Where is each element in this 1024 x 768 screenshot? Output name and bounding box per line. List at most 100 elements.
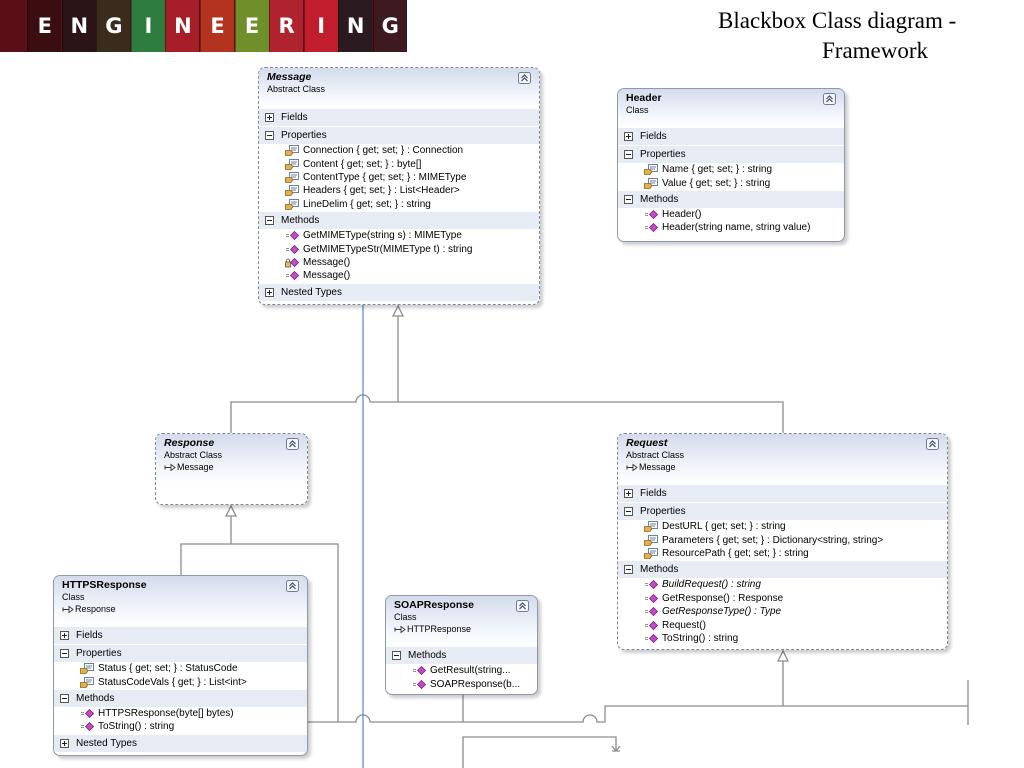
class-response: Response Abstract Class Message: [155, 433, 308, 505]
engineering-banner: E N G I N E E R I N G: [0, 0, 407, 52]
method-text: GetResponseType() : Type: [662, 606, 782, 618]
method-item: Message(): [259, 269, 539, 282]
property-text: Content { get; set; } : byte[]: [303, 158, 422, 170]
section-fields[interactable]: Fields: [618, 485, 947, 502]
inheritance-icon: [394, 625, 406, 634]
method-text: ToString() : string: [98, 721, 175, 733]
section-label: Methods: [640, 564, 679, 576]
connector-lower: [462, 736, 617, 768]
slide-title-line-2: Framework: [822, 38, 929, 63]
class-header: Header Class: [618, 89, 844, 127]
section-methods[interactable]: Methods: [54, 689, 307, 707]
class-soap-response: SOAPResponse Class HTTPResponse Methods …: [385, 595, 538, 695]
property-text: Status { get; set; } : StatusCode: [98, 663, 238, 675]
section-methods[interactable]: Methods: [618, 561, 947, 579]
property-text: Value { get; set; } : string: [662, 177, 771, 189]
collapse-section-icon: [60, 694, 69, 703]
method-item: GetResult(string...: [386, 664, 537, 677]
section-fields[interactable]: Fields: [259, 109, 539, 126]
section-label: Properties: [640, 149, 686, 160]
connector-arrowhead: [611, 745, 621, 753]
expand-icon: [60, 739, 69, 748]
method-text: HTTPSResponse(byte[] bytes): [98, 707, 234, 719]
method-item: ToString() : string: [54, 720, 307, 733]
section-methods[interactable]: Methods: [618, 190, 844, 208]
base-class: HTTPResponse: [394, 623, 529, 635]
property-text: Parameters { get; set; } : Dictionary<st…: [662, 534, 884, 546]
property-icon: [285, 199, 299, 210]
collapse-icon[interactable]: [823, 93, 836, 105]
section-label: Properties: [76, 648, 122, 659]
property-item: Value { get; set; } : string: [618, 176, 844, 189]
collapse-icon[interactable]: [926, 438, 939, 450]
method-icon: [285, 244, 299, 255]
collapse-section-icon: [624, 507, 633, 516]
base-class: Message: [164, 461, 299, 473]
method-icon: [285, 230, 299, 241]
method-icon: [412, 679, 426, 690]
banner-letter: G: [372, 0, 407, 52]
expand-icon: [624, 489, 633, 498]
property-text: Headers { get; set; } : List<Header>: [303, 185, 460, 197]
method-icon: [80, 721, 94, 732]
connector-bottom: [308, 705, 968, 723]
banner-letter: E: [234, 0, 269, 52]
collapse-section-icon: [624, 565, 633, 574]
property-text: LineDelim { get; set; } : string: [303, 198, 431, 210]
method-text: GetResult(string...: [430, 665, 511, 677]
property-text: Name { get; set; } : string: [662, 164, 773, 176]
class-name: Response: [164, 437, 215, 449]
class-header: Message Abstract Class: [259, 68, 539, 108]
collapse-section-icon: [392, 651, 401, 660]
method-text: GetResponse() : Response: [662, 592, 784, 604]
method-item: ToString() : string: [618, 632, 947, 645]
section-nested-types[interactable]: Nested Types: [259, 283, 539, 301]
expand-icon: [265, 113, 274, 122]
method-text: ToString() : string: [662, 632, 739, 644]
section-label: Methods: [76, 692, 115, 704]
method-item: GetResponse() : Response: [618, 592, 947, 605]
property-item: LineDelim { get; set; } : string: [259, 198, 539, 211]
collapse-icon[interactable]: [286, 438, 299, 450]
banner-letter: E: [27, 0, 62, 52]
class-name: Message: [267, 71, 312, 83]
class-name: Request: [626, 437, 668, 449]
class-kind: Abstract Class: [267, 84, 326, 94]
class-header-type: Header Class Fields Properties Name { ge…: [617, 88, 845, 242]
property-item: ContentType { get; set; } : MIMEType: [259, 171, 539, 184]
method-icon: [644, 209, 658, 220]
collapse-icon[interactable]: [286, 580, 299, 592]
section-label: Methods: [640, 193, 679, 205]
method-item: HTTPSResponse(byte[] bytes): [54, 707, 307, 720]
method-text: Header(string name, string value): [662, 222, 811, 234]
section-properties[interactable]: Properties: [618, 503, 947, 520]
section-fields[interactable]: Fields: [618, 128, 844, 145]
section-methods[interactable]: Methods: [386, 647, 537, 664]
method-text: GetMIMETypeStr(MIMEType t) : string: [303, 243, 473, 255]
method-icon: [285, 270, 299, 281]
collapse-icon[interactable]: [516, 600, 529, 612]
property-icon: [285, 172, 299, 183]
class-kind: Abstract Class: [626, 450, 685, 460]
section-fields[interactable]: Fields: [54, 627, 307, 644]
inheritance-icon: [626, 463, 638, 472]
section-nested-types[interactable]: Nested Types: [54, 734, 307, 752]
section-properties[interactable]: Properties: [259, 127, 539, 144]
section-properties[interactable]: Properties: [54, 645, 307, 662]
base-class: Response: [62, 603, 299, 615]
section-properties[interactable]: Properties: [618, 146, 844, 163]
class-header: Response Abstract Class Message: [156, 434, 307, 484]
section-methods[interactable]: Methods: [259, 211, 539, 229]
inheritance-icon: [62, 605, 74, 614]
inheritance-connector-response: [180, 516, 339, 722]
class-https-response: HTTPSResponse Class Response Fields Prop…: [53, 575, 308, 756]
collapse-icon[interactable]: [518, 72, 531, 84]
property-icon: [285, 185, 299, 196]
method-item: Header(): [618, 208, 844, 221]
collapse-section-icon: [624, 195, 633, 204]
class-name: Header: [626, 92, 662, 104]
class-header: HTTPSResponse Class Response: [54, 576, 307, 626]
class-message: Message Abstract Class Fields Properties…: [258, 67, 540, 305]
method-item: GetMIMETypeStr(MIMEType t) : string: [259, 242, 539, 255]
